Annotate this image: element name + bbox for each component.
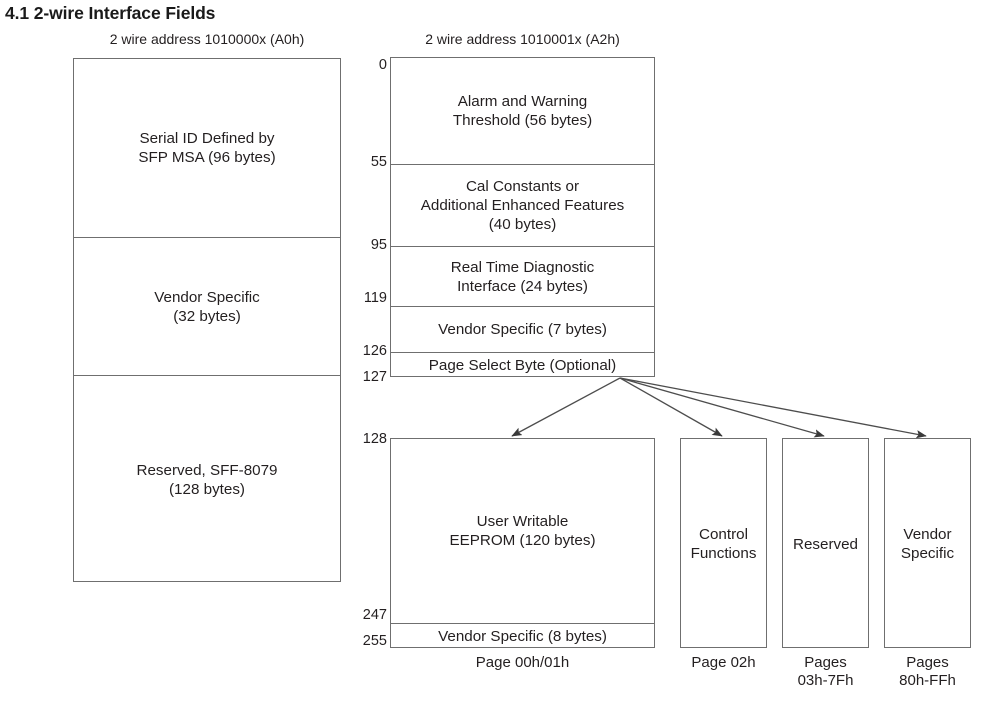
page-box-2-line1: Vendor bbox=[903, 526, 952, 543]
page-box-2-line2: Specific bbox=[900, 545, 955, 562]
right-memory-block: Alarm and Warning Threshold (56 bytes) C… bbox=[390, 57, 655, 377]
byte-mark-127: 127 bbox=[362, 369, 387, 385]
left-block-address-label: 2 wire address 1010000x (A0h) bbox=[109, 31, 305, 47]
byte-mark-247: 247 bbox=[362, 607, 387, 623]
page-box-0-line2: Functions bbox=[690, 545, 757, 562]
arrow-to-pages-03h-7fh bbox=[619, 377, 825, 438]
right-cell-vendor-specific: Vendor Specific (7 bytes) bbox=[391, 306, 654, 352]
right-cell-alarm-line1: Alarm and Warning bbox=[457, 93, 588, 110]
page-box-reserved: Reserved bbox=[782, 438, 869, 648]
page-box-1-line1: Reserved bbox=[793, 535, 858, 553]
right-cell-alarm-warning-threshold: Alarm and Warning Threshold (56 bytes) bbox=[391, 58, 654, 164]
page-box-2-caption: Pages 80h-FFh bbox=[874, 654, 981, 690]
paged-memory-block: User Writable EEPROM (120 bytes) Vendor … bbox=[390, 438, 655, 648]
right-cell-page-select-byte: Page Select Byte (Optional) bbox=[391, 352, 654, 378]
right-cell-cal-constants: Cal Constants or Additional Enhanced Fea… bbox=[391, 164, 654, 246]
page-box-0-caption-line1: Page 02h bbox=[691, 654, 756, 671]
left-cell-serial-id: Serial ID Defined by SFP MSA (96 bytes) bbox=[74, 59, 340, 237]
paged-cell-user-writable-eeprom: User Writable EEPROM (120 bytes) bbox=[391, 439, 654, 623]
byte-mark-255: 255 bbox=[362, 633, 387, 649]
left-cell-serial-id-line1: Serial ID Defined by bbox=[139, 130, 275, 147]
page-box-control-functions-label: Control Functions bbox=[681, 439, 766, 649]
page-box-vendor-specific: Vendor Specific bbox=[884, 438, 971, 648]
page-box-vendor-specific-label: Vendor Specific bbox=[885, 439, 970, 649]
page-title: 4.1 2-wire Interface Fields bbox=[5, 3, 216, 23]
left-cell-vendor-specific-line2: (32 bytes) bbox=[173, 307, 241, 325]
arrow-to-page-02h bbox=[619, 377, 723, 437]
arrow-to-page-00h-01h bbox=[511, 377, 621, 437]
paged-cell-vendor-specific: Vendor Specific (8 bytes) bbox=[391, 623, 654, 649]
page-box-0-line1: Control bbox=[699, 526, 748, 543]
right-cell-page-select-byte-text: Page Select Byte (Optional) bbox=[428, 357, 617, 374]
page-box-1-caption: Pages 03h-7Fh bbox=[772, 654, 879, 690]
paged-block-caption: Page 00h/01h bbox=[475, 654, 570, 671]
right-cell-alarm-line2: Threshold (56 bytes) bbox=[452, 112, 593, 129]
byte-mark-126: 126 bbox=[362, 343, 387, 359]
paged-cell-eeprom-line2: EEPROM (120 bytes) bbox=[449, 532, 596, 549]
right-cell-cal-line2: Additional Enhanced Features bbox=[420, 197, 625, 214]
page-box-2-caption-line2: 80h-FFh bbox=[899, 672, 956, 689]
left-cell-vendor-specific: Vendor Specific (32 bytes) bbox=[74, 237, 340, 375]
byte-mark-55: 55 bbox=[370, 154, 387, 170]
paged-cell-vendor-specific-text: Vendor Specific (8 bytes) bbox=[438, 628, 607, 645]
byte-mark-128: 128 bbox=[362, 431, 387, 447]
right-cell-rtdi-line1: Real Time Diagnostic bbox=[450, 258, 595, 276]
page-box-0-caption: Page 02h bbox=[670, 654, 777, 672]
right-cell-real-time-diagnostic: Real Time Diagnostic Interface (24 bytes… bbox=[391, 246, 654, 306]
page-box-2-caption-line1: Pages bbox=[906, 654, 949, 671]
left-cell-vendor-specific-line1: Vendor Specific bbox=[154, 288, 260, 306]
left-cell-reserved: Reserved, SFF-8079 (128 bytes) bbox=[74, 375, 340, 583]
right-cell-cal-line1: Cal Constants or bbox=[465, 178, 580, 195]
byte-mark-0: 0 bbox=[378, 57, 387, 73]
page-box-1-caption-line2: 03h-7Fh bbox=[797, 672, 854, 689]
right-cell-cal-line3: (40 bytes) bbox=[488, 216, 557, 233]
page-box-1-caption-line1: Pages bbox=[804, 654, 847, 671]
right-block-address-label: 2 wire address 1010001x (A2h) bbox=[425, 31, 620, 47]
left-memory-block: Serial ID Defined by SFP MSA (96 bytes) … bbox=[73, 58, 341, 582]
right-cell-vendor-specific-text: Vendor Specific (7 bytes) bbox=[438, 321, 607, 338]
left-cell-serial-id-line2: SFP MSA (96 bytes) bbox=[138, 149, 276, 166]
byte-mark-95: 95 bbox=[370, 237, 387, 253]
arrow-to-pages-80h-ffh bbox=[619, 377, 927, 439]
byte-mark-119: 119 bbox=[363, 290, 387, 306]
paged-cell-eeprom-line1: User Writable bbox=[476, 513, 569, 530]
page-box-control-functions: Control Functions bbox=[680, 438, 767, 648]
right-cell-rtdi-line2: Interface (24 bytes) bbox=[457, 277, 588, 295]
page-box-reserved-label: Reserved bbox=[783, 439, 868, 649]
left-cell-reserved-line1: Reserved, SFF-8079 bbox=[136, 461, 278, 479]
left-cell-reserved-line2: (128 bytes) bbox=[169, 480, 245, 498]
